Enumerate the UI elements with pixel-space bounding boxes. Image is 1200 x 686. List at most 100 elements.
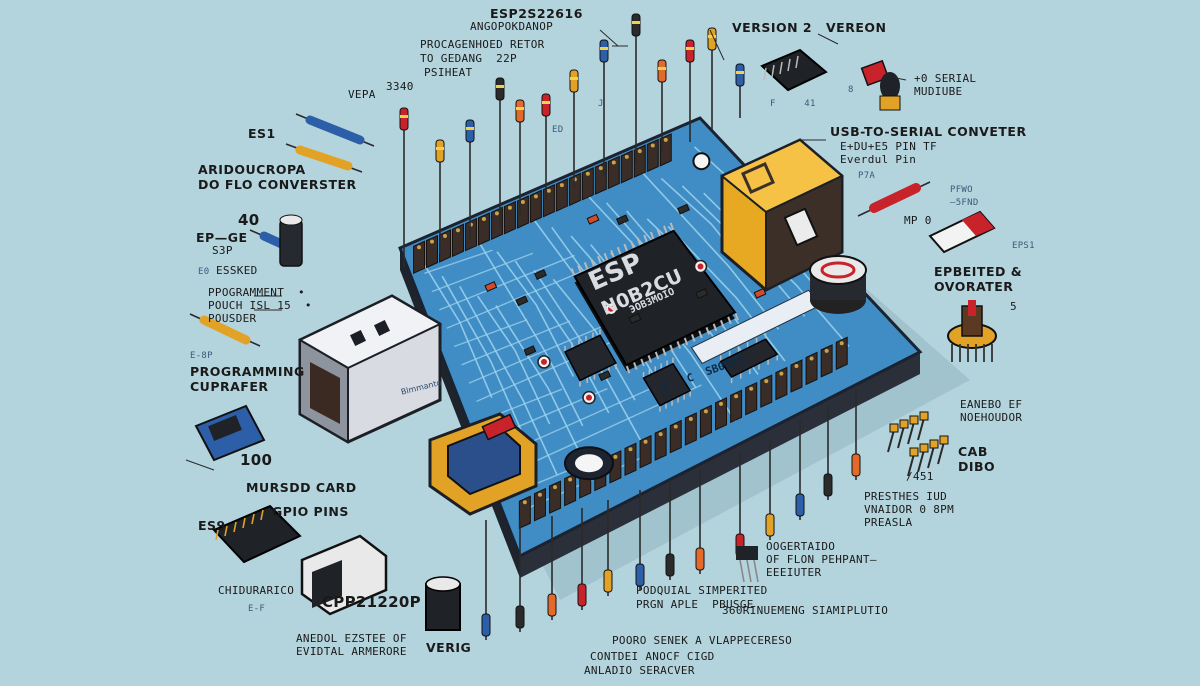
callout-line bbox=[709, 29, 725, 61]
smd-component bbox=[677, 203, 690, 215]
floating-black-part bbox=[880, 72, 900, 100]
mounting-hole-corner bbox=[692, 152, 711, 171]
bottom-lead-component bbox=[665, 553, 675, 577]
label-esp-top: ESP2S22616 bbox=[490, 6, 583, 21]
bottom-pin-header bbox=[715, 397, 728, 431]
label-5: 5 bbox=[1010, 300, 1017, 313]
label-psiheat: PSIHEAT bbox=[424, 66, 473, 79]
top-lead-component bbox=[657, 59, 667, 83]
label-essked: ESSKED bbox=[216, 264, 258, 277]
label-anedol: ANEDOL EZSTEE OF EVIDTAL ARMERORE bbox=[296, 632, 407, 658]
chip-pin bbox=[669, 222, 675, 232]
loose-header-pin bbox=[907, 453, 915, 477]
label-verig: VERIG bbox=[426, 640, 472, 655]
top-pin-header bbox=[620, 150, 633, 184]
bottom-pin-header-pin bbox=[824, 348, 829, 353]
pcb-trace bbox=[496, 251, 575, 377]
label-prgnaple: PRGN APLE PBUSGE bbox=[636, 598, 754, 611]
top-lead-component bbox=[599, 39, 609, 63]
top-pin-header-pin bbox=[430, 239, 435, 244]
loose-header-cap bbox=[919, 443, 929, 453]
board-led bbox=[586, 394, 592, 401]
label-vepa: VEPA bbox=[348, 88, 376, 101]
top-lead-component bbox=[685, 39, 695, 63]
label-usb-serial: USB-TO-SERIAL CONVETER bbox=[830, 124, 1027, 139]
label-programming: PROGRAMMING CUPRAFER bbox=[190, 364, 305, 394]
label-100: 100 bbox=[240, 451, 273, 469]
bottom-pin-header bbox=[533, 487, 546, 522]
top-pin-header bbox=[477, 212, 490, 246]
chip-pin bbox=[690, 333, 696, 342]
top-pin-header bbox=[426, 234, 439, 269]
label-cpp: CPP21220P bbox=[322, 593, 421, 611]
loose-header-cap bbox=[899, 419, 909, 429]
ic-chip-bottom bbox=[642, 362, 692, 407]
top-pin-header-pin bbox=[442, 233, 447, 238]
smd-component bbox=[515, 295, 529, 307]
bottom-pin-header bbox=[835, 336, 848, 371]
bottom-pin-header-pin bbox=[628, 447, 633, 452]
top-pin-header-pin bbox=[611, 160, 616, 165]
label-ssorinu: 360RINUEMENG SIAMIPLUTIO bbox=[722, 604, 889, 617]
top-lead-component bbox=[569, 69, 579, 93]
label-oogertaido: OOGERTAIDO OF FLON PEHPANT— EEEIUTER bbox=[766, 540, 877, 579]
bottom-pin-header-pin bbox=[719, 401, 724, 406]
pcb-trace bbox=[552, 278, 636, 401]
label-s3p: S3P bbox=[212, 244, 233, 257]
pcb-trace bbox=[514, 260, 610, 414]
floating-transistor-pin bbox=[746, 559, 752, 583]
label-es1: ES1 bbox=[248, 126, 276, 141]
top-lead-component bbox=[465, 119, 475, 143]
pcb-trace bbox=[453, 319, 528, 348]
loose-header-pin bbox=[937, 441, 945, 465]
top-pin-header-pin bbox=[650, 143, 655, 148]
top-lead-component bbox=[631, 13, 641, 37]
floating-capacitor bbox=[279, 219, 303, 267]
label-ef: E-F bbox=[248, 604, 266, 614]
bottom-lead-component bbox=[823, 473, 833, 497]
label-40: 40 bbox=[238, 211, 260, 229]
chip-pin bbox=[610, 249, 616, 259]
bottom-pin-header bbox=[730, 389, 743, 424]
loose-header-cap bbox=[929, 439, 939, 449]
bottom-pin-header bbox=[775, 366, 788, 401]
bottom-pin-header-pin bbox=[522, 500, 527, 505]
chip-pin bbox=[668, 343, 674, 353]
callout-line bbox=[599, 29, 619, 47]
top-lead-component-band bbox=[736, 71, 744, 74]
board-led bbox=[697, 263, 704, 270]
chip-pin bbox=[697, 329, 703, 339]
label-p7a: P7A bbox=[858, 171, 876, 181]
floating-transistor-pin bbox=[739, 559, 745, 583]
chip-pin bbox=[590, 258, 596, 268]
callout-line bbox=[817, 33, 839, 45]
floating-ic-pin bbox=[779, 61, 783, 75]
top-lead-component-band bbox=[400, 115, 408, 118]
smd-component bbox=[598, 370, 612, 382]
top-pin-header bbox=[607, 155, 620, 190]
capacitor-ring bbox=[820, 261, 856, 279]
bottom-pin-header-pin bbox=[568, 477, 573, 482]
top-pin-header-pin bbox=[559, 183, 564, 188]
floating-fuse-end bbox=[962, 212, 994, 236]
label-8: 8 bbox=[848, 85, 854, 95]
chip-pin bbox=[616, 246, 622, 256]
bottom-pin-header bbox=[639, 434, 652, 469]
label-epge: EP—GE bbox=[196, 230, 248, 245]
top-lead-component-band bbox=[632, 21, 640, 24]
top-pin-header-pin bbox=[663, 137, 668, 142]
ic-chip-strip bbox=[719, 338, 779, 379]
red-switch bbox=[481, 413, 517, 441]
chip-pin bbox=[603, 252, 609, 262]
pcb-trace bbox=[495, 305, 585, 462]
bottom-lead-component bbox=[635, 563, 645, 587]
bottom-pin-header-pin bbox=[688, 416, 693, 421]
chip-pin bbox=[705, 326, 711, 335]
top-pin-header bbox=[451, 223, 464, 258]
label-vereon: VEREON bbox=[826, 20, 887, 35]
chip-pin bbox=[656, 228, 662, 238]
pcb-trace bbox=[640, 170, 780, 330]
bottom-pin-header-pin bbox=[794, 364, 799, 369]
label-e8p: E-8P bbox=[190, 351, 213, 361]
